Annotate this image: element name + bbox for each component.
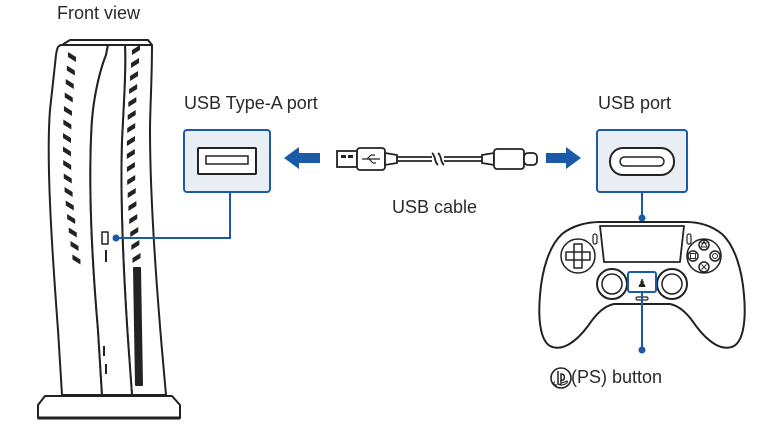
right-vent-fin-14 [130, 227, 139, 237]
left-vent-fin-10 [64, 187, 73, 197]
usb-cable [336, 147, 538, 171]
arrow-left-icon [284, 147, 320, 169]
usb-c-plug-tip [523, 152, 538, 166]
usb-type-a-port-label: USB Type-A port [184, 93, 318, 113]
right-vent-fin-5 [127, 110, 136, 120]
right-vent-fin-0 [132, 45, 140, 55]
ps-button-highlight: ♟ [627, 271, 657, 354]
left-vent-fin-15 [72, 254, 81, 265]
usb-port-callout [596, 129, 688, 222]
face-buttons [686, 238, 722, 274]
right-vent-fin-2 [130, 71, 139, 81]
left-vent-fin-9 [63, 173, 72, 184]
right-vent-fin-13 [129, 214, 138, 224]
usb-trident-icon [362, 154, 380, 164]
right-vent-fin-6 [127, 123, 136, 133]
front-view-label: Front view [57, 3, 141, 23]
right-vent-fin-9 [126, 162, 135, 172]
right-vent-fin-3 [129, 84, 138, 94]
console-usb-a-port [101, 231, 109, 245]
right-vent-fin-11 [127, 188, 136, 198]
console-base-stand [37, 395, 181, 419]
left-vent-fin-4 [63, 106, 72, 116]
disc-slot [133, 267, 143, 386]
usb-c-plug-housing [493, 148, 525, 170]
left-vent-fin-6 [63, 133, 72, 143]
arrow-right-icon [546, 147, 581, 169]
left-vent-fin-11 [65, 200, 74, 211]
right-vent-fin-4 [128, 97, 137, 107]
right-vent-fin-10 [127, 175, 136, 185]
left-vent-fin-3 [64, 92, 73, 103]
right-vent-fin-7 [126, 136, 135, 146]
left-vent-fin-7 [62, 146, 71, 157]
left-analog-stick [596, 268, 628, 300]
left-vent-fin-2 [65, 79, 74, 89]
usb-type-a-port-callout [112, 129, 271, 242]
left-vent-fin-14 [70, 241, 79, 251]
console-front-view [37, 39, 181, 420]
playstation-logo-icon [550, 367, 572, 389]
ps-button-logo: ♟ [637, 277, 647, 290]
left-vent-fin-0 [68, 52, 76, 62]
right-analog-stick [656, 268, 688, 300]
right-vent-fin-16 [132, 253, 141, 263]
left-vent-fin-8 [63, 160, 72, 170]
right-vent-fin-1 [130, 58, 139, 68]
right-vent-fin-12 [128, 201, 137, 211]
dpad [560, 238, 596, 274]
controller-touchpad [599, 225, 685, 263]
right-vent-fin-15 [131, 240, 140, 250]
left-vent-fin-13 [68, 227, 77, 238]
usb-port-label: USB port [598, 93, 672, 113]
ps-button-label: (PS) button [571, 367, 663, 387]
usb-cable-label: USB cable [392, 197, 478, 217]
left-vent-fin-5 [63, 119, 72, 130]
left-vent-fin-1 [66, 65, 75, 76]
console-vent-pattern [62, 45, 141, 265]
usb-a-plug-metal [336, 150, 358, 168]
right-vent-fin-8 [126, 149, 135, 159]
left-vent-fin-12 [67, 214, 76, 224]
